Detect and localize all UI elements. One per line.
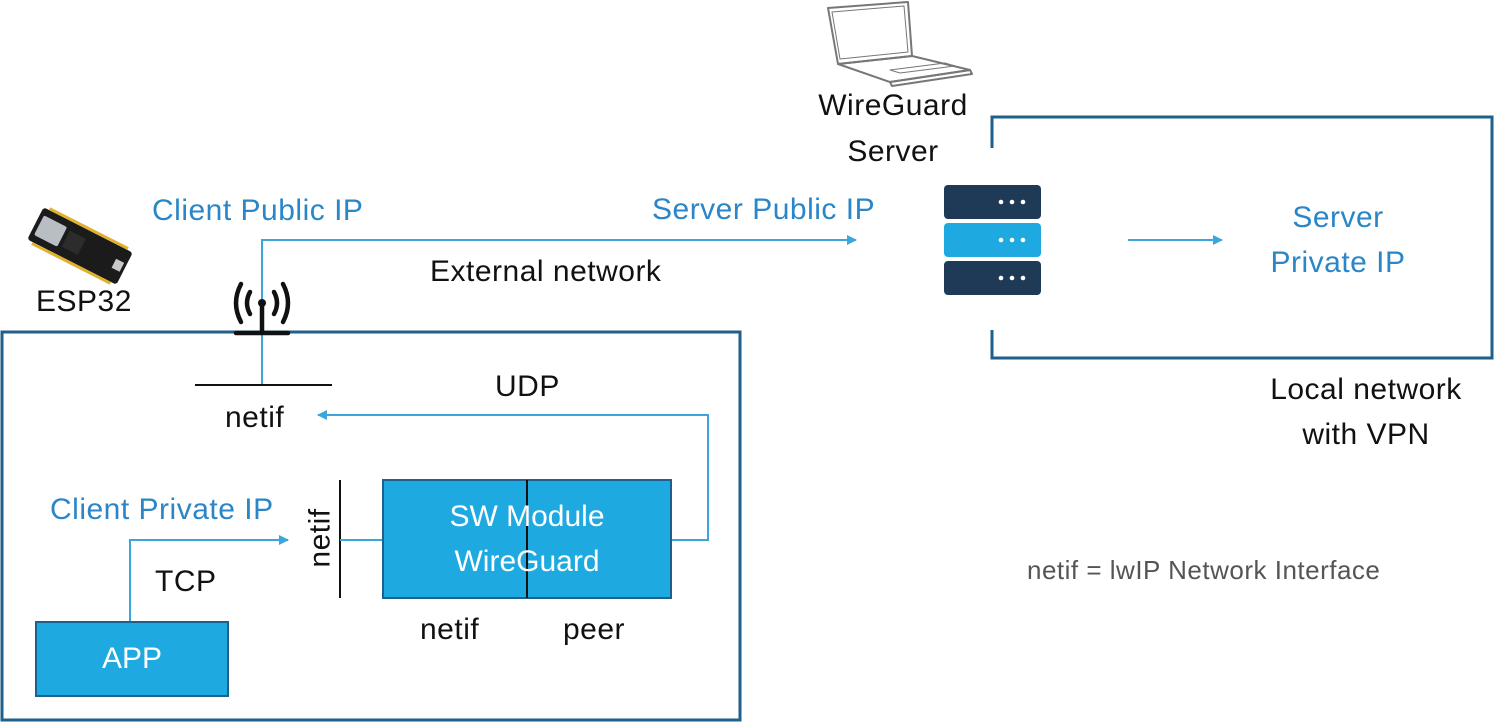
esp32-board-icon [28,207,132,285]
udp-arrow [317,410,709,541]
local-network-label-line1: Local network [1270,373,1462,406]
netif-bottom-label: netif [420,613,480,646]
peer-label: peer [563,613,626,646]
netif-legend: netif = lwIP Network Interface [1027,555,1381,585]
server-private-ip-label-line2: Private IP [1270,246,1406,279]
laptop-icon [827,1,973,87]
wireguard-server-label-line2: Server [847,135,939,168]
app-label: APP [101,642,163,675]
server-rack-icon [944,185,1041,295]
tcp-label: TCP [155,565,217,598]
client-private-ip-label: Client Private IP [50,493,274,526]
tcp-arrow [129,535,289,622]
netif-top-label: netif [225,401,285,434]
esp32-device-box [0,330,742,722]
app-box [35,621,229,697]
sw-module-label-line2: WireGuard [454,545,600,578]
external-network-arrow [261,235,857,385]
local-network-label-line2: with VPN [1302,418,1430,451]
sw-module-label-line1: SW Module [449,500,605,533]
wifi-antenna-icon [233,281,291,336]
server-private-ip-label-line1: Server [1292,201,1384,234]
esp32-label: ESP32 [36,285,132,318]
wireguard-server-label-line1: WireGuard [818,89,968,122]
local-network-bracket [990,115,1494,360]
netif-vertical-label: netif [303,508,337,568]
server-public-ip-label: Server Public IP [652,193,876,226]
client-public-ip-label: Client Public IP [152,194,364,227]
external-network-label: External network [430,255,662,288]
udp-label: UDP [495,370,560,403]
